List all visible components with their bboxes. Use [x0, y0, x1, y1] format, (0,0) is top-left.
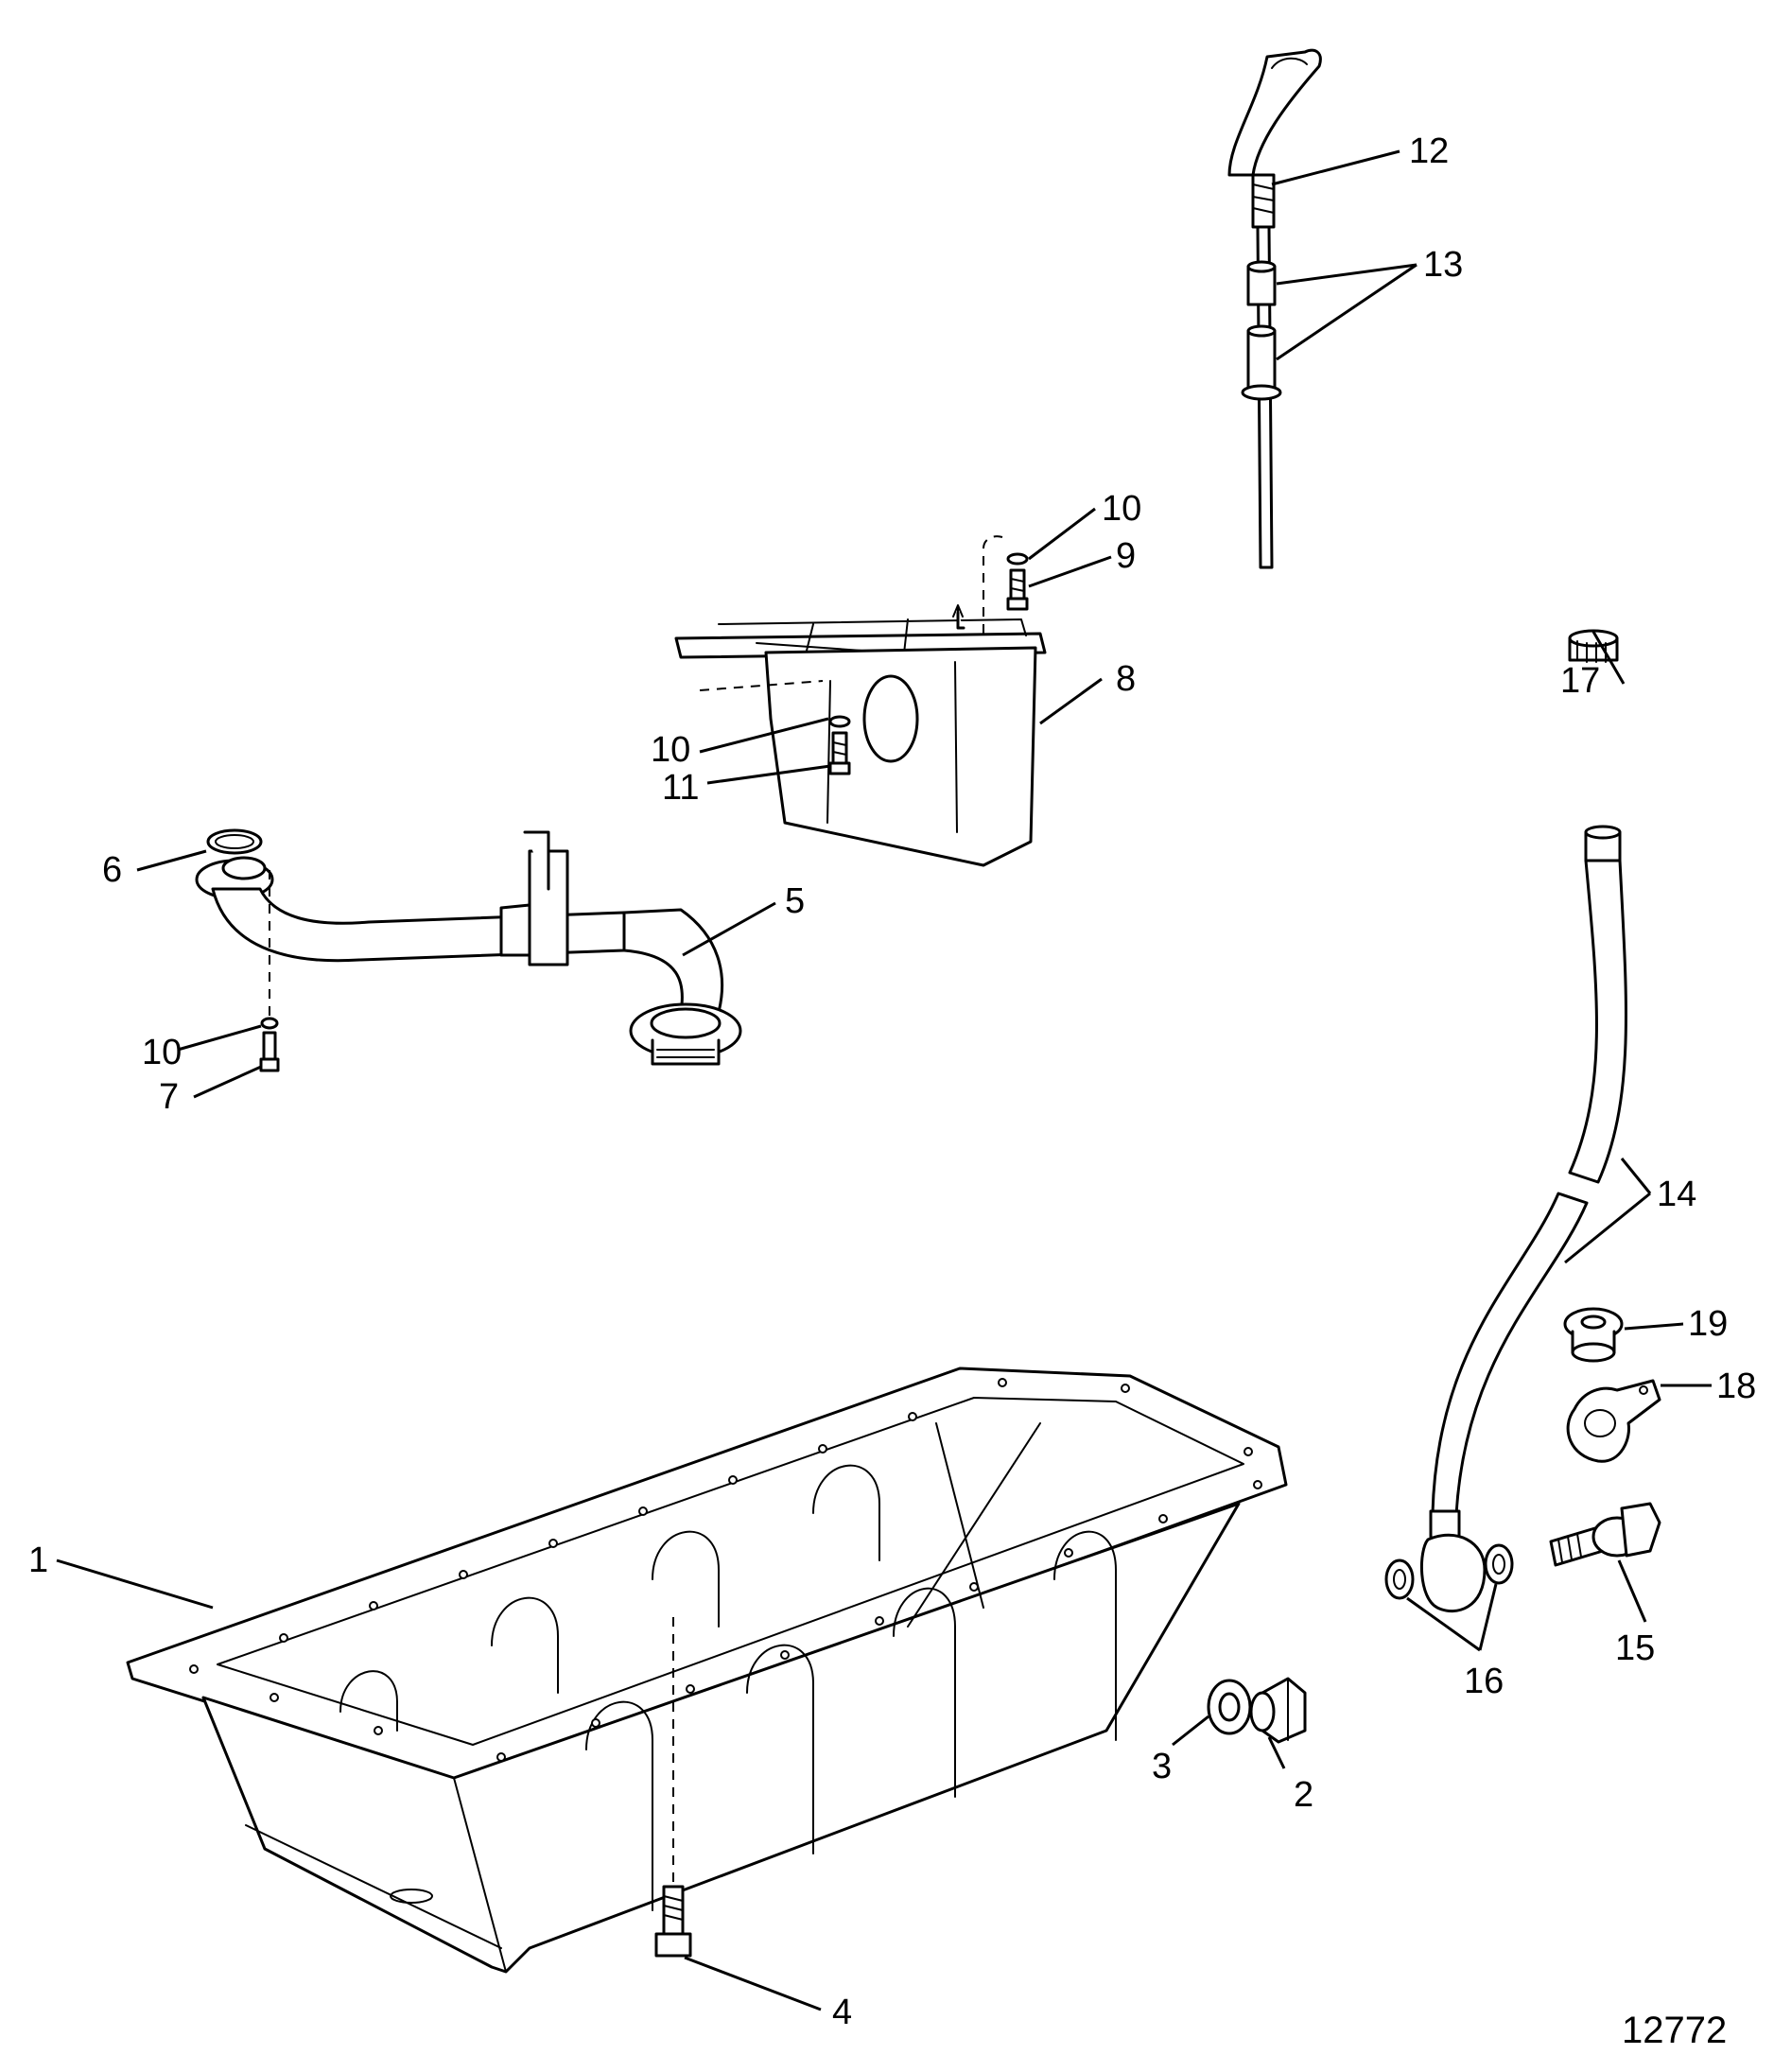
top-washer-and-bolt: [952, 535, 1029, 634]
callout-10-baffle: 10: [651, 730, 690, 770]
callout-12: 12: [1409, 131, 1449, 171]
oil-pickup-tube: [195, 830, 742, 1066]
callout-1: 1: [28, 1541, 48, 1580]
dipstick: [1227, 48, 1322, 569]
oil-fill-tube: [1384, 825, 1627, 1613]
callout-2: 2: [1294, 1775, 1313, 1815]
pan-bolt: [654, 1617, 692, 1958]
banjo-bolt: [1549, 1502, 1661, 1567]
o-ring: [206, 828, 263, 855]
callout-18: 18: [1716, 1367, 1756, 1406]
tube-washer-and-bolt: [259, 870, 280, 1072]
callout-7: 7: [159, 1077, 179, 1117]
baffle-tray: [674, 618, 1047, 867]
callout-3: 3: [1152, 1747, 1172, 1786]
callout-8: 8: [1116, 659, 1136, 699]
callout-10-tube: 10: [142, 1033, 182, 1072]
tube-clamp: [1566, 1379, 1661, 1463]
callout-13: 13: [1423, 245, 1463, 285]
callout-11: 11: [662, 768, 699, 808]
callout-14: 14: [1657, 1175, 1696, 1214]
callout-4: 4: [832, 1993, 852, 2032]
callout-15: 15: [1615, 1628, 1655, 1668]
callout-10-top: 10: [1102, 489, 1141, 529]
callout-9: 9: [1116, 536, 1136, 576]
drawing-number: 12772: [1622, 2010, 1727, 2051]
callout-19: 19: [1688, 1304, 1728, 1344]
drain-washer: [1207, 1679, 1252, 1735]
callout-16: 16: [1464, 1662, 1504, 1701]
baffle-washer-and-bolt: [828, 715, 851, 775]
grommet: [1563, 1307, 1624, 1363]
oil-fill-cap: [1568, 629, 1619, 663]
callout-5: 5: [785, 881, 805, 921]
oil-pan: [126, 1367, 1288, 1974]
callout-6: 6: [102, 850, 122, 890]
leader-lines: [56, 149, 1712, 2011]
callout-labels: 1 2 3 4 5 6 7 8 9 10 10 10 11 12 13 14 1…: [28, 131, 1756, 2032]
dipstick-tube-sections: [1241, 260, 1282, 401]
callout-17: 17: [1560, 661, 1600, 701]
drain-plug: [1249, 1677, 1307, 1744]
